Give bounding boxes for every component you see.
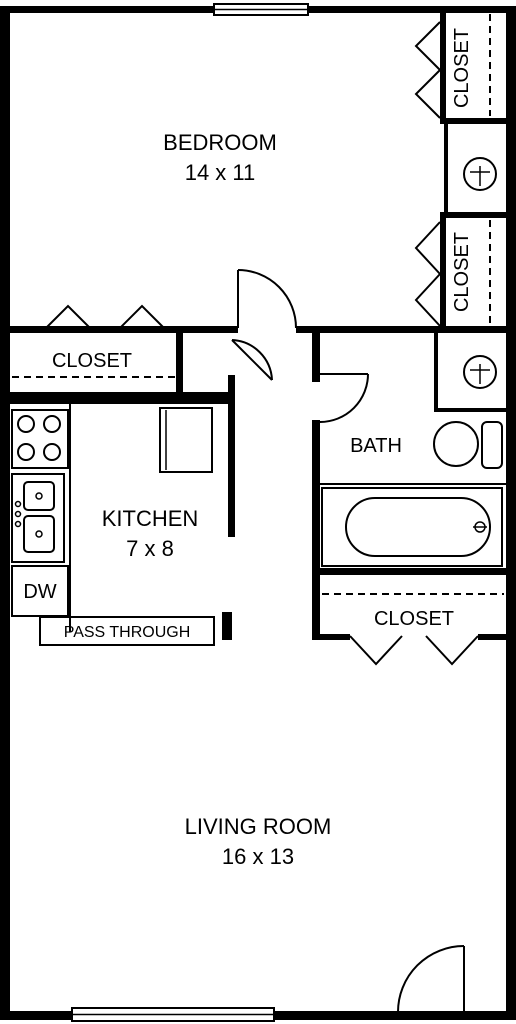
living-closet-label: CLOSET: [374, 608, 454, 630]
bedroom-door: [237, 269, 297, 329]
bathtub: [321, 487, 503, 567]
closet-label-upper: CLOSET: [451, 28, 473, 108]
kitchen-name: KITCHEN: [102, 506, 199, 531]
living-closet: [312, 568, 506, 666]
refrigerator: [159, 407, 213, 473]
bedroom-size: 14 x 11: [185, 160, 256, 185]
bedroom-closet-upper: [414, 10, 506, 124]
bath-walls: [312, 330, 506, 570]
toilet: [433, 421, 503, 469]
hall-closet-label: CLOSET: [52, 350, 132, 372]
bedroom-south-wall: [0, 326, 516, 333]
linen-closet: [183, 339, 273, 537]
bedroom-sink: [440, 124, 506, 218]
pass-through: PASS THROUGH: [39, 616, 215, 646]
living-room-name: LIVING ROOM: [185, 814, 332, 839]
stove: [11, 409, 69, 469]
dishwasher: DW: [11, 565, 69, 617]
bedroom-closet-lower: [414, 216, 491, 328]
bath-label: BATH: [350, 435, 402, 457]
living-room-size: 16 x 13: [222, 844, 294, 869]
top-window: [213, 3, 309, 16]
front-door: [397, 945, 465, 1013]
bath-door: [319, 373, 369, 423]
bedroom-name: BEDROOM: [163, 130, 277, 155]
closet-label-lower: CLOSET: [451, 232, 473, 312]
bottom-window: [71, 1007, 275, 1022]
bath-sink: [463, 355, 497, 389]
pass-through-label: PASS THROUGH: [64, 624, 191, 641]
hall-closet: [0, 304, 183, 398]
kitchen-size: 7 x 8: [126, 536, 174, 561]
dishwasher-label: DW: [23, 581, 56, 603]
kitchen-walls: [0, 398, 232, 640]
kitchen-sink: [11, 473, 65, 563]
exterior-walls: [0, 6, 516, 1020]
